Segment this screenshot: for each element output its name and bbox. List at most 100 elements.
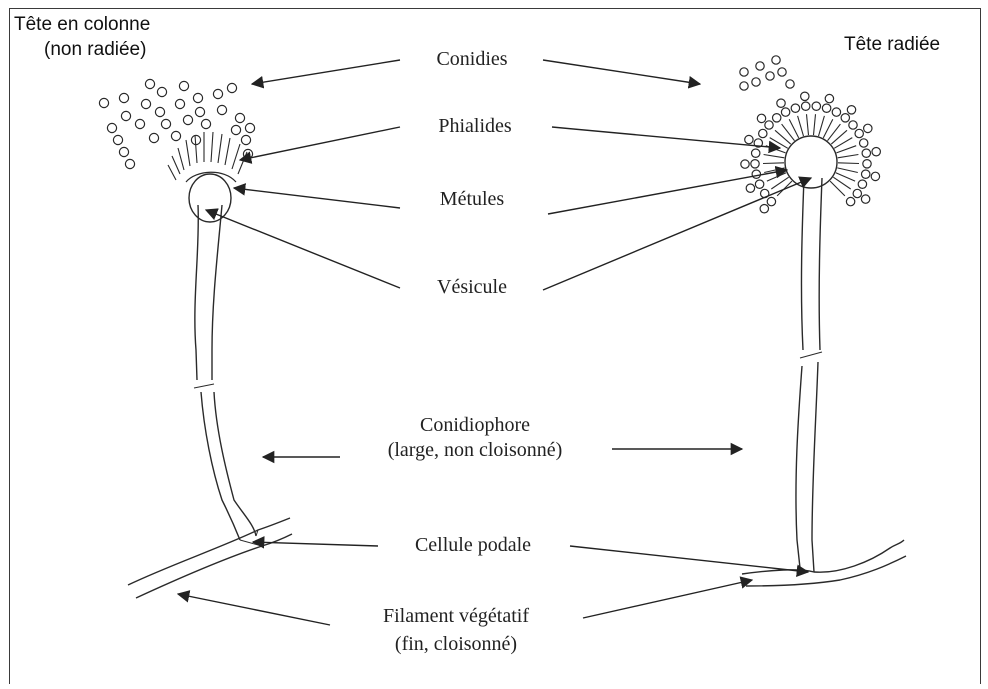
conidium [119, 147, 128, 156]
left-filament-top [128, 518, 290, 585]
conidium [772, 56, 780, 64]
conidium [121, 111, 130, 120]
conidium [853, 189, 861, 197]
arrow-conidies-right [543, 60, 700, 84]
left-conidiophore-lower [201, 392, 240, 540]
conidium [241, 135, 250, 144]
conidium [171, 131, 180, 140]
right-filament-top [742, 540, 904, 574]
conidium [786, 80, 794, 88]
conidium [778, 68, 786, 76]
conidium [832, 108, 840, 116]
conidium [755, 180, 763, 188]
conidium [231, 125, 240, 134]
conidium [759, 129, 767, 137]
conidium [757, 114, 765, 122]
label-filament-line2: (fin, cloisonné) [330, 631, 582, 657]
phialide [814, 114, 816, 135]
right-specimen [740, 56, 906, 586]
conidium [119, 93, 128, 102]
conidium [765, 121, 773, 129]
right-vesicle [785, 136, 837, 188]
phialide [838, 155, 859, 158]
conidium [825, 94, 833, 102]
conidium [791, 104, 799, 112]
conidium [175, 99, 184, 108]
conidium [861, 195, 869, 203]
conidium [766, 72, 774, 80]
conidium [141, 99, 150, 108]
conidium [864, 124, 872, 132]
left-filament-bottom [136, 534, 292, 598]
arrow-cellule-right [570, 546, 808, 572]
phialide [838, 163, 859, 164]
conidium [235, 113, 244, 122]
right-header: Tête radiée [844, 33, 940, 57]
conidium [752, 170, 760, 178]
conidium [107, 123, 116, 132]
conidium [145, 79, 154, 88]
conidium [99, 98, 108, 107]
conidium [847, 106, 855, 114]
conidium [245, 123, 254, 132]
right-conidiophore-lower-l [796, 366, 802, 568]
arrow-filament-left [178, 594, 330, 625]
conidium [213, 89, 222, 98]
conidium [849, 121, 857, 129]
right-phialides [763, 114, 859, 196]
label-cellule-podale: Cellule podale [378, 532, 568, 558]
left-conidiophore-lower-r [214, 392, 256, 536]
conidium [781, 108, 789, 116]
arrow-phialides-left [240, 127, 400, 160]
left-vesicle [189, 174, 231, 222]
conidium [193, 93, 202, 102]
conidium [752, 78, 760, 86]
label-metules: Métules [400, 186, 544, 212]
arrow-vesicule-left [206, 210, 400, 288]
label-phialides: Phialides [400, 113, 550, 139]
conidium [113, 135, 122, 144]
conidium [752, 149, 760, 157]
arrow-filament-right [583, 580, 752, 618]
left-header-line2: (non radiée) [44, 38, 146, 62]
conidium [812, 102, 820, 110]
conidium [862, 149, 870, 157]
conidium [871, 172, 879, 180]
conidium [860, 139, 868, 147]
conidium [195, 107, 204, 116]
conidium [179, 81, 188, 90]
left-header-line1: Tête en colonne [14, 13, 150, 37]
conidium [801, 92, 809, 100]
conidium [740, 82, 748, 90]
conidium [227, 83, 236, 92]
phialide [767, 173, 786, 181]
conidium [161, 119, 170, 128]
arrow-metules-left [234, 188, 400, 208]
conidium [777, 99, 785, 107]
conidium [841, 114, 849, 122]
phialide [764, 155, 785, 158]
conidium [149, 133, 158, 142]
conidium [760, 205, 768, 213]
phialide [836, 146, 856, 153]
conidium [846, 197, 854, 205]
conidium [157, 87, 166, 96]
conidium [858, 180, 866, 188]
label-conidies: Conidies [400, 46, 544, 72]
phialide [807, 114, 809, 135]
conidium [741, 160, 749, 168]
label-filament-line1: Filament végétatif [330, 603, 582, 629]
left-conidia [99, 79, 254, 168]
left-conidiophore-upper-r [212, 205, 222, 380]
conidium [756, 62, 764, 70]
conidium [767, 197, 775, 205]
right-conidia [740, 56, 881, 213]
conidium [155, 107, 164, 116]
label-vesicule: Vésicule [400, 274, 544, 300]
phialide [836, 173, 855, 181]
label-conidiophore-line1: Conidiophore [344, 412, 606, 438]
conidium [872, 148, 880, 156]
conidium [183, 115, 192, 124]
